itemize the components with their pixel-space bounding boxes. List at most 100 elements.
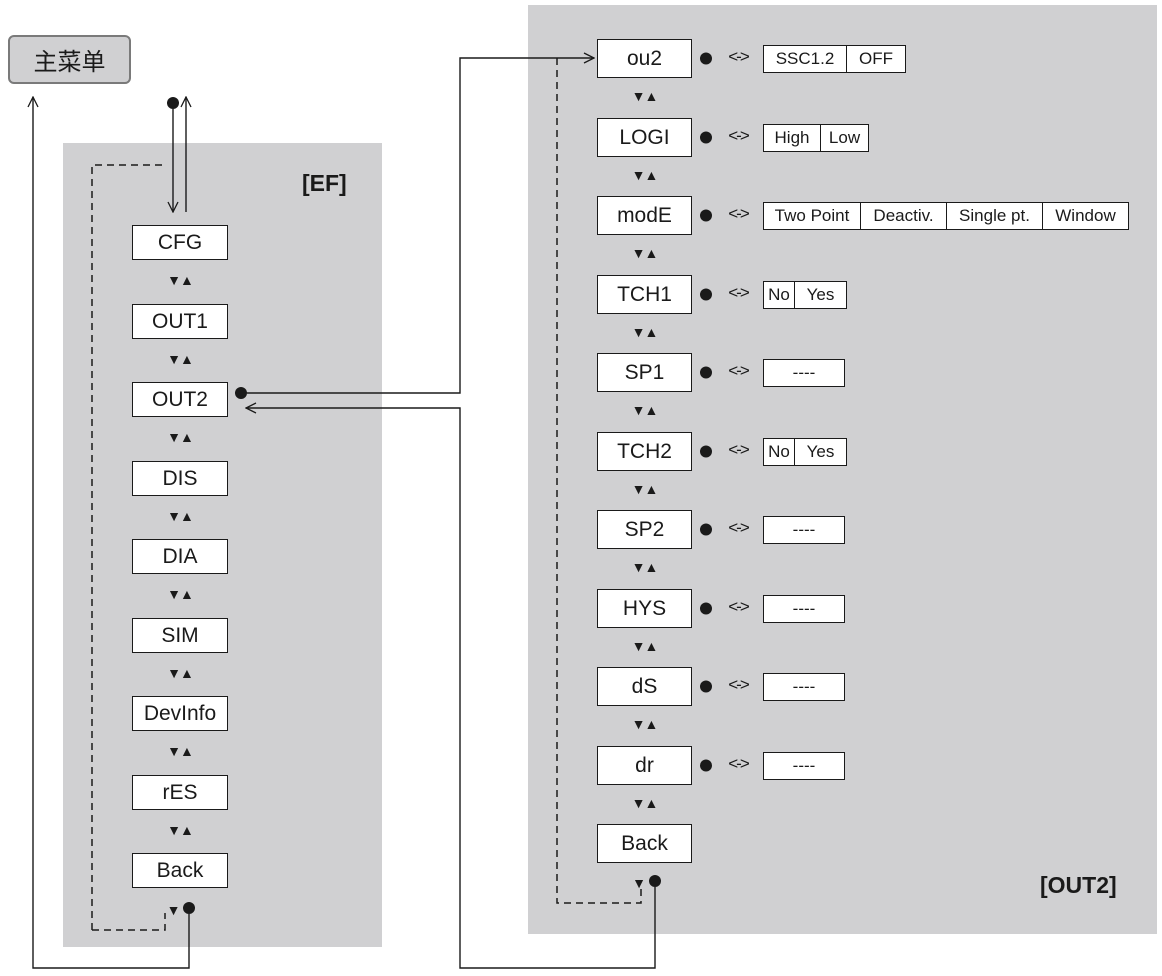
out2-return-line [246,408,656,969]
ef-loop-bottom [92,913,166,931]
option-value[interactable]: ---- [792,676,816,696]
ef-nav-arrows: ▼▲ [167,351,194,367]
ef-menu-item-dia[interactable]: DIA [132,539,228,574]
ef-nav-arrows: ▼▲ [167,822,194,838]
option-connector-dot [700,52,712,65]
ef-panel-title: [EF] [302,170,347,196]
option-value[interactable]: Window [1042,202,1128,229]
option-connector-dot [700,523,712,536]
out2-nav-arrows: ▼▲ [631,88,659,104]
main-menu-button[interactable]: 主菜单 [8,35,131,84]
bidirectional-arrow: <-> [728,282,750,302]
out2-menu-item-dr[interactable]: dr [597,746,692,785]
bidirectional-arrow: <-> [728,125,750,145]
options-box-ds: ---- [763,672,845,701]
options-box-sp2: ---- [763,515,845,544]
ef-menu-item-dis[interactable]: DIS [132,461,228,496]
ef-nav-arrows: ▼▲ [167,272,194,288]
option-value[interactable]: ---- [792,598,816,618]
option-value[interactable]: OFF [846,45,905,72]
ef-menu-item-sim[interactable]: SIM [132,618,228,653]
out2-menu-item-tch1[interactable]: TCH1 [597,275,692,314]
out2-menu-item-sp1[interactable]: SP1 [597,353,692,392]
options-box-dr: ---- [763,751,845,780]
out2-menu-item-ds[interactable]: dS [597,667,692,706]
ef-menu-item-out1[interactable]: OUT1 [132,304,228,339]
option-connector-dot [700,680,712,693]
ef-exit-arrow: ▼ [166,902,181,918]
out2-menu-item-sp2[interactable]: SP2 [597,510,692,549]
bidirectional-arrow: <-> [728,674,750,694]
ef-nav-arrows: ▼▲ [167,508,194,524]
ef-nav-arrows: ▼▲ [167,429,194,445]
option-value[interactable]: Yes [794,438,846,465]
out2-menu-item-ou2[interactable]: ou2 [597,39,692,78]
option-connector-dot [700,366,712,379]
option-value[interactable]: Single pt. [946,202,1042,229]
ef-menu-item-res[interactable]: rES [132,775,228,810]
options-box-ou2: SSC1.2 OFF [763,44,906,73]
ef-nav-arrows: ▼▲ [167,743,194,759]
out2-loop-line [556,58,642,904]
option-connector-dot [700,445,712,458]
bidirectional-arrow: <-> [728,46,750,66]
option-value[interactable]: Low [820,124,868,151]
out2-nav-arrows: ▼▲ [631,167,659,183]
out2-menu-item-hys[interactable]: HYS [597,589,692,628]
option-value[interactable]: No [768,441,790,461]
out2-nav-arrows: ▼▲ [631,716,659,732]
ef-menu-item-back[interactable]: Back [132,853,228,888]
ef-nav-arrows: ▼▲ [167,586,194,602]
out2-menu-item-mode[interactable]: modE [597,196,692,235]
option-value[interactable]: ---- [792,362,816,382]
option-connector-dot [700,209,712,222]
bidirectional-arrow: <-> [728,753,750,773]
out2-nav-arrows: ▼▲ [631,795,659,811]
options-box-sp1: ---- [763,358,845,387]
option-value[interactable]: High [774,127,810,147]
bidirectional-arrow: <-> [728,517,750,537]
out2-nav-arrows: ▼▲ [631,559,659,575]
option-value[interactable]: No [768,284,790,304]
bidirectional-arrow: <-> [728,439,750,459]
options-box-logi: High Low [763,123,869,152]
ef-menu-item-cfg[interactable]: CFG [132,225,228,260]
out2-nav-arrows: ▼▲ [631,481,659,497]
bidirectional-arrow: <-> [728,360,750,380]
out2-nav-arrows: ▼▲ [631,324,659,340]
option-connector-dot [700,131,712,144]
option-connector-dot [700,602,712,615]
option-value[interactable]: Two Point [774,205,850,225]
bidirectional-arrow: <-> [728,203,750,223]
options-box-mode: Two Point Deactiv.Single pt.Window [763,201,1129,230]
out2-nav-arrows: ▼▲ [631,402,659,418]
out2-panel-title: [OUT2] [1040,872,1117,898]
option-value[interactable]: Deactiv. [860,202,946,229]
option-connector-dot [700,288,712,301]
out2-nav-arrows: ▼▲ [631,638,659,654]
bidirectional-arrow: <-> [728,596,750,616]
out2-exit-arrow: ▼ [632,875,646,891]
option-value[interactable]: SSC1.2 [775,48,835,68]
ef-exit-line [33,97,190,969]
ef-menu-item-devinfo[interactable]: DevInfo [132,696,228,731]
ef-nav-arrows: ▼▲ [167,665,194,681]
out2-menu-item-back[interactable]: Back [597,824,692,863]
out2-enter-line [247,58,594,394]
option-value[interactable]: Yes [794,281,846,308]
option-value[interactable]: ---- [792,755,816,775]
out2-menu-item-tch2[interactable]: TCH2 [597,432,692,471]
out2-nav-arrows: ▼▲ [631,245,659,261]
option-value[interactable]: ---- [792,519,816,539]
out2-menu-item-logi[interactable]: LOGI [597,118,692,157]
ef-loop-line [91,164,165,930]
entry-dot [167,97,179,109]
out2-link-dot [235,387,247,399]
ef-exit-dot [183,902,195,914]
out2-exit-dot [649,875,661,887]
options-box-hys: ---- [763,594,845,623]
ef-menu-item-out2[interactable]: OUT2 [132,382,228,417]
